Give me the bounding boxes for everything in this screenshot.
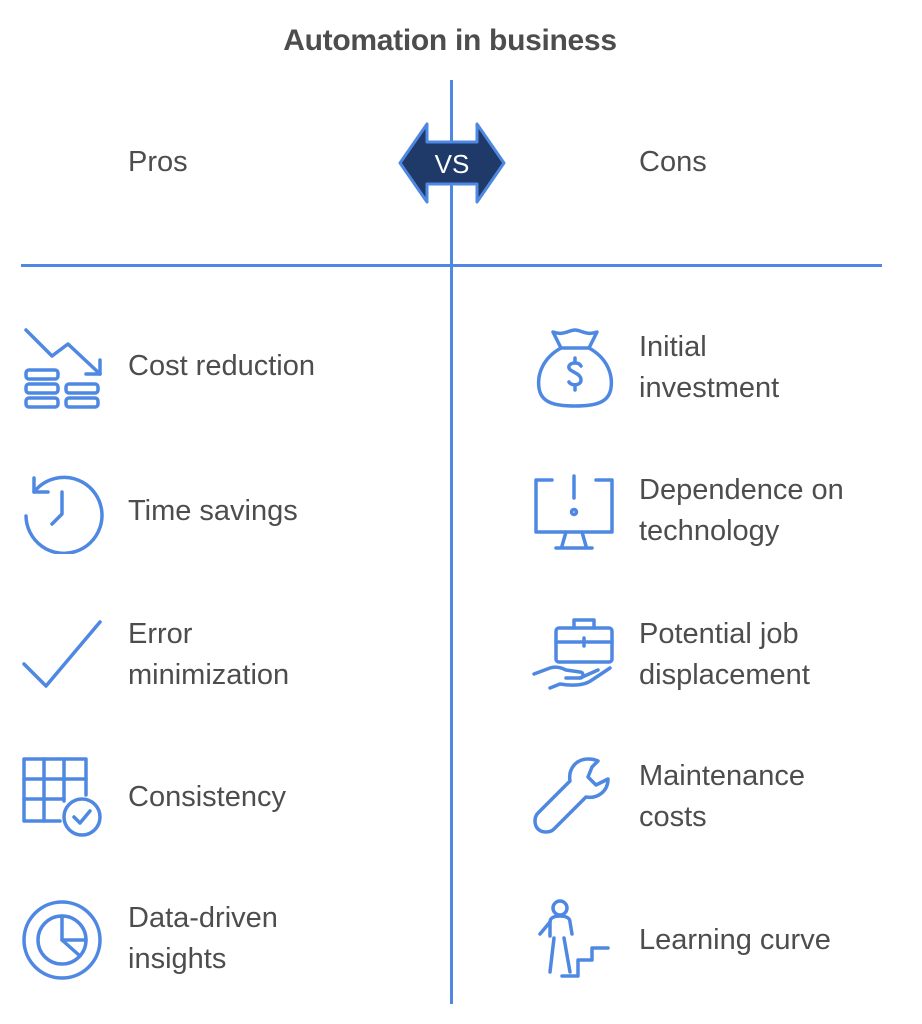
pros-item-consistency: Consistency xyxy=(128,781,286,813)
cons-item-potential-job-displacement: Potential job displacement xyxy=(639,618,810,691)
vs-badge: VS xyxy=(397,120,507,206)
monitor-alert-icon xyxy=(532,470,616,554)
horizontal-divider xyxy=(21,264,882,267)
cons-header: Cons xyxy=(639,146,707,178)
coins-trend-down-icon xyxy=(22,326,106,410)
money-bag-icon xyxy=(533,326,617,410)
cons-item-dependence-on-technology: Dependence on technology xyxy=(639,474,844,547)
cons-item-maintenance-costs: Maintenance costs xyxy=(639,760,806,833)
cons-item-initial-investment: Initial investment xyxy=(639,331,780,404)
diagram-title: Automation in business xyxy=(283,24,617,57)
grid-check-icon xyxy=(20,755,104,839)
cons-item-learning-curve: Learning curve xyxy=(639,924,831,956)
pros-item-data-driven-insights: Data-driven insights xyxy=(128,902,278,975)
pie-chart-icon xyxy=(20,898,104,982)
vs-label: VS xyxy=(435,149,470,179)
pros-item-time-savings: Time savings xyxy=(128,495,298,527)
pros-header: Pros xyxy=(128,146,188,178)
hand-briefcase-icon xyxy=(532,614,616,698)
wrench-icon xyxy=(532,755,616,839)
person-stairs-icon xyxy=(532,898,616,982)
checkmark-icon xyxy=(20,614,104,698)
clock-icon xyxy=(20,470,104,554)
pros-item-cost-reduction: Cost reduction xyxy=(128,350,315,382)
pros-item-error-minimization: Error minimization xyxy=(128,618,290,691)
vertical-divider xyxy=(450,80,453,1004)
